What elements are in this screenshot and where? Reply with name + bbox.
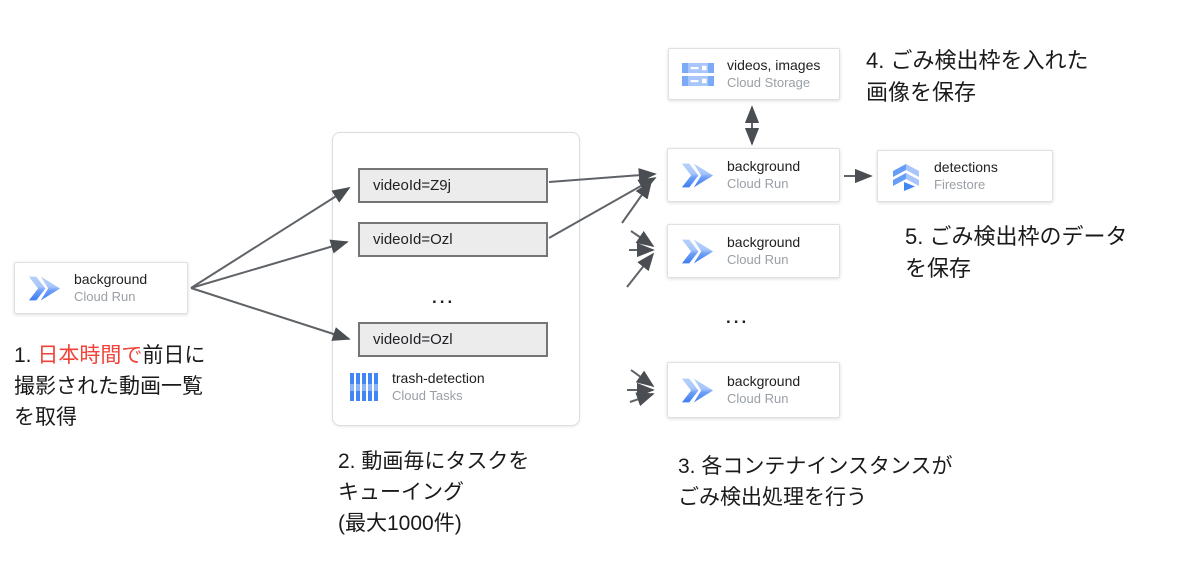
firestore-icon <box>891 160 921 192</box>
card-firestore: detections Firestore <box>877 150 1053 202</box>
cloud-run-icon <box>681 377 714 404</box>
note-3-line-2: ごみ検出処理を行う <box>678 486 867 509</box>
card-title: videos, images <box>727 56 821 73</box>
card-subtitle: Cloud Storage <box>727 75 811 91</box>
card-title: background <box>727 372 801 389</box>
note-2-line-2: キューイング <box>338 481 464 504</box>
arrows-into-run2 <box>626 230 655 288</box>
note-1-number: 1. <box>14 344 38 367</box>
card-subtitle: Cloud Run <box>727 252 789 268</box>
note-4-line-1: 4. ごみ検出枠を入れた <box>866 48 1089 73</box>
card-cloud-run-left: background Cloud Run <box>14 262 188 314</box>
note-1-line-1: 1. 日本時間で前日に <box>14 340 205 371</box>
note-3: 3. 各コンテナインスタンスが ごみ検出処理を行う <box>678 451 953 513</box>
cloud-storage-icon <box>682 58 714 90</box>
card-title: detections <box>934 158 998 175</box>
task-item-label: videoId=Ozl <box>373 331 453 348</box>
cloud-run-icon <box>28 275 61 302</box>
card-cloud-run-1: background Cloud Run <box>667 148 840 202</box>
cloud-tasks-icon <box>348 371 380 403</box>
instances-ellipsis: ... <box>726 308 750 327</box>
note-5-line-1: 5. ごみ検出枠のデータ <box>905 224 1128 249</box>
note-4: 4. ごみ検出枠を入れた 画像を保存 <box>866 45 1088 109</box>
card-cloud-run-3: background Cloud Run <box>667 362 840 418</box>
note-1: 1. 日本時間で前日に 撮影された動画一覧 を取得 <box>14 340 205 433</box>
cloud-run-icon <box>681 238 714 265</box>
task-item-label: videoId=Ozl <box>373 231 453 248</box>
note-2-line-3: (最大1000件) <box>338 512 462 535</box>
note-2-line-1: 2. 動画毎にタスクを <box>338 450 530 473</box>
card-subtitle: Firestore <box>934 177 986 193</box>
card-cloud-storage: videos, images Cloud Storage <box>668 48 840 100</box>
note-1-line-3: を取得 <box>14 406 77 429</box>
task-item-1: videoId=Z9j <box>358 168 548 203</box>
card-subtitle: Cloud Run <box>727 391 789 407</box>
note-1-rest: 前日に <box>142 344 206 367</box>
card-subtitle: Cloud Run <box>74 289 136 305</box>
card-title: background <box>727 157 801 174</box>
card-subtitle: Cloud Tasks <box>392 388 463 404</box>
note-3-line-1: 3. 各コンテナインスタンスが <box>678 455 953 478</box>
task-item-3: videoId=Ozl <box>358 322 548 357</box>
note-1-line-2: 撮影された動画一覧 <box>14 375 203 398</box>
card-title: trash-detection <box>392 370 485 386</box>
cloud-run-icon <box>681 162 714 189</box>
task-item-label: videoId=Z9j <box>373 177 451 194</box>
note-1-highlight: 日本時間で <box>37 344 143 367</box>
arrows-into-run3 <box>627 369 655 407</box>
note-2: 2. 動画毎にタスクを キューイング (最大1000件) <box>338 446 529 539</box>
arrows-fanout-to-queue <box>190 187 351 341</box>
note-5: 5. ごみ検出枠のデータ を保存 <box>905 221 1127 285</box>
task-item-2: videoId=Ozl <box>358 222 548 257</box>
card-subtitle: Cloud Run <box>727 176 789 192</box>
cloud-tasks-label-row: trash-detection Cloud Tasks <box>348 370 485 404</box>
note-5-line-2: を保存 <box>905 256 972 281</box>
card-title: background <box>727 233 801 250</box>
note-4-line-2: 画像を保存 <box>866 80 977 105</box>
queue-ellipsis: ... <box>432 288 456 307</box>
card-cloud-run-2: background Cloud Run <box>667 224 840 278</box>
card-title: background <box>74 270 148 287</box>
